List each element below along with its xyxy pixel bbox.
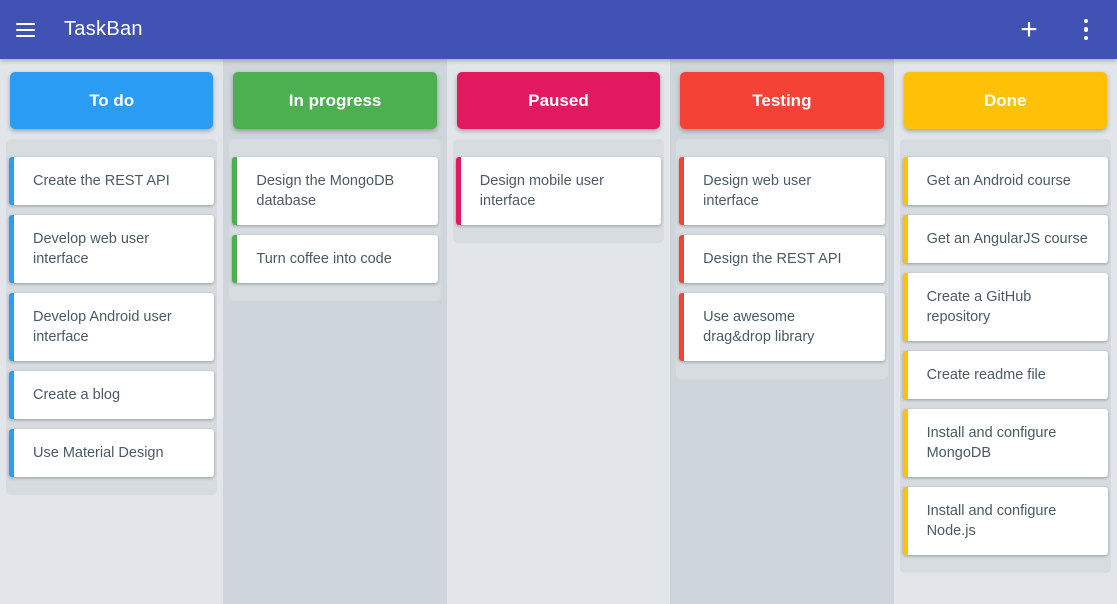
card-text: Use awesome drag&drop library [703,309,815,345]
card-text: Develop web user interface [33,231,150,267]
card-text: Create the REST API [33,173,170,189]
card-text: Develop Android user interface [33,309,172,345]
card-text: Create a GitHub repository [926,289,1032,325]
card-text: Design the MongoDB database [256,173,395,209]
card-list: Design mobile user interface [452,139,665,243]
card-text: Design mobile user interface [479,173,604,209]
hamburger-icon [16,22,35,25]
card-text: Turn coffee into code [256,251,392,267]
card[interactable]: Install and configure Node.js [902,487,1108,555]
card[interactable]: Design web user interface [679,157,885,225]
column-header-testing[interactable]: Testing [680,72,884,129]
card-text: Create a blog [33,387,121,403]
plus-icon: + [1020,12,1038,46]
card[interactable]: Get an Android course [902,157,1108,205]
card[interactable]: Turn coffee into code [232,235,438,283]
card[interactable]: Create a GitHub repository [902,273,1108,341]
kebab-icon [1083,18,1089,24]
card[interactable]: Use awesome drag&drop library [679,293,885,361]
column-todo: To do Create the REST API Develop web use… [0,59,224,604]
column-paused: Paused Design mobile user interface [446,59,671,604]
card-list: Create the REST API Develop web user inte… [6,139,218,495]
column-header-todo[interactable]: To do [10,72,214,129]
card[interactable]: Install and configure MongoDB [902,409,1108,477]
card[interactable]: Design mobile user interface [455,157,662,225]
card-text: Use Material Design [33,445,164,461]
card-text: Get an AngularJS course [926,231,1088,247]
card[interactable]: Design the REST API [679,235,885,283]
column-header-done[interactable]: Done [903,72,1107,129]
card[interactable]: Create a blog [9,371,215,419]
card[interactable]: Design the MongoDB database [232,157,438,225]
app-bar: TaskBan + [0,0,1117,59]
card[interactable]: Create the REST API [9,157,215,205]
card-text: Design web user interface [703,173,812,209]
card[interactable]: Get an AngularJS course [902,215,1108,263]
add-button[interactable]: + [1009,10,1049,50]
card[interactable]: Create readme file [902,351,1108,399]
app-title: TaskBan [64,18,143,40]
card-text: Install and configure MongoDB [926,425,1057,461]
card-text: Install and configure Node.js [926,503,1057,539]
overflow-menu-button[interactable] [1071,10,1101,50]
column-header-in-progress[interactable]: In progress [233,72,437,129]
column-header-paused[interactable]: Paused [456,72,661,129]
menu-button[interactable] [16,13,50,47]
card-text: Get an Android course [926,173,1071,189]
card[interactable]: Develop web user interface [9,215,215,283]
card[interactable]: Develop Android user interface [9,293,215,361]
card[interactable]: Use Material Design [9,429,215,477]
card-text: Design the REST API [703,251,842,267]
card-text: Create readme file [926,367,1046,383]
board: To do Create the REST API Develop web use… [0,59,1117,604]
